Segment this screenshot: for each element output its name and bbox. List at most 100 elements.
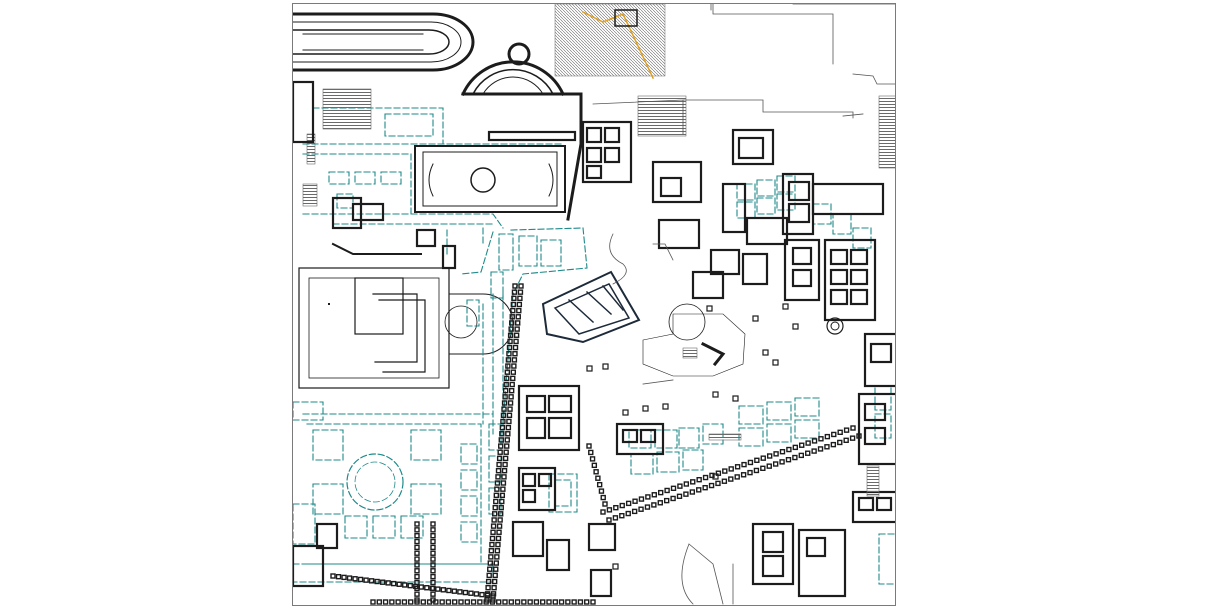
colonnade-column — [330, 573, 336, 579]
colonnade-column — [379, 579, 386, 585]
garden-bed — [874, 385, 892, 411]
colonnade-column — [837, 429, 843, 436]
colonnade-column — [511, 363, 517, 369]
colonnade-column — [414, 532, 420, 539]
colonnade-column — [499, 498, 505, 505]
garden-bed — [678, 427, 700, 449]
colonnade-column — [495, 541, 501, 548]
colonnade-column — [485, 584, 491, 591]
room-wall — [849, 268, 869, 286]
colonnade-column — [341, 574, 347, 581]
colonnade-column — [792, 444, 799, 451]
pier — [732, 395, 739, 402]
colonnade-column — [490, 593, 496, 599]
colonnade-column — [502, 461, 508, 468]
colonnade-column — [370, 599, 376, 605]
colonnade-column — [512, 344, 519, 351]
colonnade-column — [501, 400, 508, 406]
colonnade-column — [414, 562, 420, 568]
garden-bed — [518, 235, 538, 267]
colonnade-column — [492, 504, 498, 511]
colonnade-column — [451, 588, 458, 594]
pier — [706, 305, 713, 312]
colonnade-column — [657, 489, 664, 496]
colonnade-column — [493, 560, 499, 566]
room-wall — [829, 288, 849, 306]
garden-bed — [852, 227, 872, 249]
garden-bed — [354, 171, 376, 185]
garden-bed — [656, 451, 680, 473]
garden-bed — [654, 429, 678, 449]
room-wall — [521, 488, 537, 504]
room-wall — [585, 126, 603, 144]
colonnade-column — [606, 517, 612, 523]
colonnade-column — [779, 459, 785, 465]
room-wall — [657, 218, 701, 250]
colonnade-column — [496, 461, 502, 468]
room-wall — [863, 332, 895, 388]
colonnade-column — [586, 443, 592, 449]
colonnade-column — [414, 568, 420, 574]
garden-border — [302, 107, 564, 229]
colonnade-column — [747, 469, 753, 476]
colonnade-column — [508, 599, 514, 605]
colonnade-column — [831, 431, 837, 438]
colonnade-column — [552, 599, 558, 605]
colonnade-column — [824, 433, 831, 440]
colonnade-column — [502, 387, 509, 394]
room-wall — [857, 496, 875, 512]
colonnade-column — [493, 498, 499, 505]
garden-bed — [410, 429, 442, 461]
colonnade-column — [708, 482, 715, 489]
colonnade-column — [430, 556, 436, 562]
room-wall — [797, 528, 847, 598]
colonnade-column — [491, 578, 498, 585]
room-wall — [761, 530, 785, 554]
colonnade-column — [420, 599, 426, 605]
pier — [762, 349, 769, 356]
stair-block — [878, 95, 895, 169]
courtyard-fountain — [414, 145, 566, 213]
garden-bed — [328, 171, 350, 185]
colonnade-column — [612, 515, 619, 521]
colonnade-column — [505, 424, 512, 431]
garden-bed — [372, 515, 396, 539]
colonnade-column — [402, 582, 408, 588]
colonnade-column — [492, 572, 498, 579]
colonnade-column — [502, 455, 509, 462]
room-wall — [787, 202, 811, 224]
colonnade-column — [357, 576, 364, 583]
colonnade-column — [424, 585, 430, 591]
colonnade-column — [493, 566, 499, 572]
colonnade-column — [485, 578, 492, 585]
room-wall — [603, 146, 621, 164]
outline-line — [609, 233, 674, 285]
pier — [662, 403, 669, 410]
colonnade-column — [602, 501, 608, 507]
colonnade-column — [494, 548, 501, 554]
room-wall — [441, 244, 457, 270]
colonnade-column — [464, 599, 470, 605]
garden-bed — [776, 175, 796, 193]
colonnade-column — [511, 357, 518, 363]
colonnade-column — [395, 599, 401, 605]
colonnade-column — [785, 456, 792, 463]
pier — [782, 303, 789, 310]
colonnade-column — [638, 506, 644, 512]
room-wall — [849, 248, 869, 266]
stair-block — [708, 433, 742, 441]
room-wall — [761, 554, 785, 578]
colonnade-column — [498, 443, 504, 449]
site-plan-frame[interactable] — [292, 3, 896, 606]
room-wall — [639, 428, 657, 444]
colonnade-column — [571, 599, 577, 605]
colonnade-column — [837, 439, 843, 446]
room-wall — [829, 248, 849, 266]
room-wall — [585, 146, 603, 164]
colonnade-column — [779, 448, 786, 455]
room-wall — [787, 180, 811, 202]
colonnade-column — [677, 483, 683, 489]
colonnade-column — [390, 580, 397, 587]
colonnade-column — [483, 599, 489, 605]
